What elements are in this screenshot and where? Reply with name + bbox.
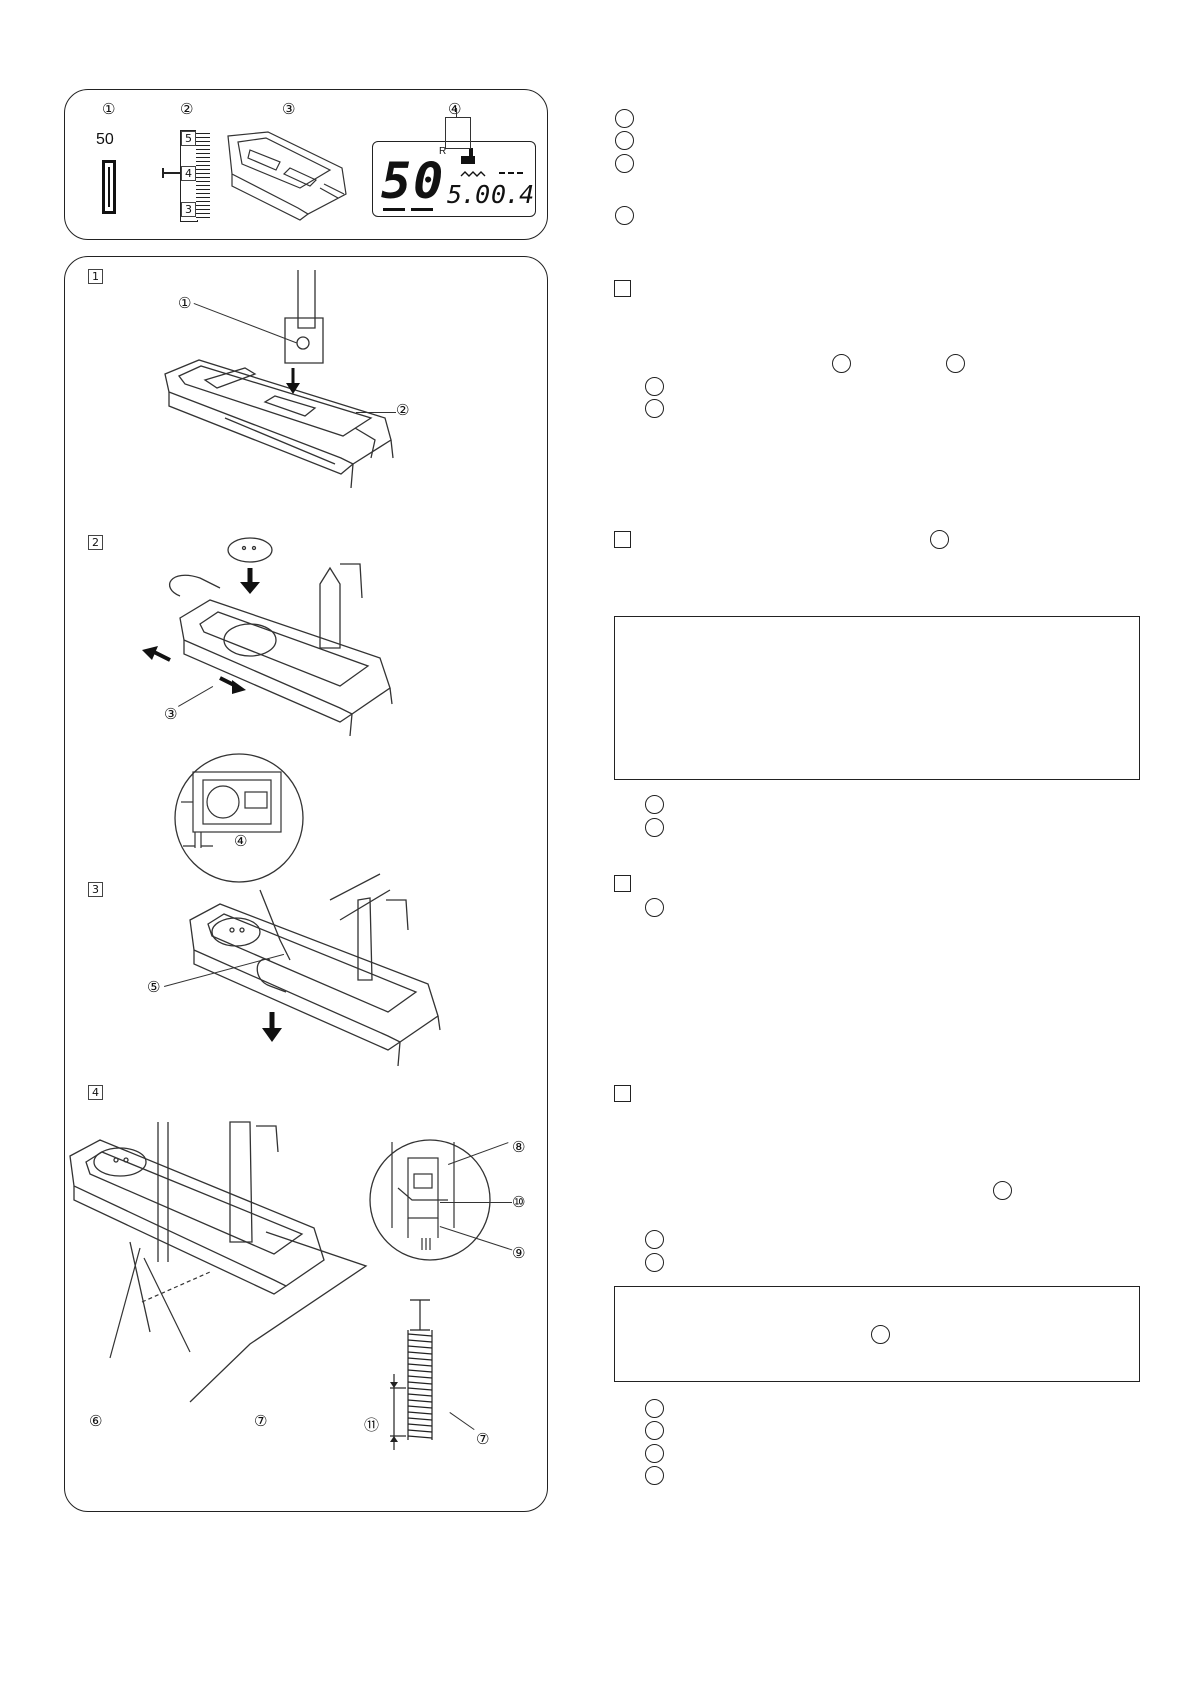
callout-2: ② <box>180 100 194 118</box>
stitch-length-dial: 5 4 3 <box>160 128 220 224</box>
ref-circle-5 <box>832 354 851 373</box>
buttonhole-foot-drawing <box>227 131 347 221</box>
step-4-callout-7b: ⑦ <box>476 1430 490 1448</box>
ref-circle-10 <box>645 795 664 814</box>
lcd-length-value: 0.4 <box>491 180 534 209</box>
lcd-width-value: 5.0 <box>447 180 490 209</box>
ref-circle-9 <box>930 530 949 549</box>
callout-3: ③ <box>282 100 296 118</box>
step-3-callout-5: ⑤ <box>147 978 161 996</box>
buttonhole-pattern-icon <box>102 160 116 214</box>
ref-circle-19 <box>645 1444 664 1463</box>
step-2-callout-4: ④ <box>234 832 248 850</box>
note-box-1 <box>614 616 1140 780</box>
step-4-callout-7: ⑦ <box>254 1412 268 1430</box>
ref-circle-20 <box>645 1466 664 1485</box>
ref-circle-4 <box>615 206 634 225</box>
step-1-foot-attach-illustration <box>164 270 394 489</box>
step-4-leader-10 <box>440 1202 512 1203</box>
button-foot-icon <box>461 148 475 164</box>
ref-circle-3 <box>615 154 634 173</box>
step-2-magnified-inset <box>174 753 304 883</box>
ref-circle-7 <box>645 377 664 396</box>
lcd-display: 50 R 5.0 0.4 <box>372 141 536 217</box>
buttonhole-stitch-diagram <box>390 1299 433 1450</box>
ref-circle-13 <box>993 1181 1012 1200</box>
step-1-leader-2 <box>356 412 396 413</box>
ref-circle-15 <box>645 1253 664 1272</box>
ref-circle-12 <box>645 898 664 917</box>
pattern-number: 50 <box>96 131 114 148</box>
callout-4-leader <box>456 108 458 118</box>
step-2-marker: 2 <box>88 535 103 550</box>
steps-panel <box>64 256 548 1512</box>
lcd-underline-right <box>411 208 433 211</box>
ref-circle-2 <box>615 131 634 150</box>
ref-circle-11 <box>645 818 664 837</box>
step-4-sewing-illustration <box>69 1121 368 1403</box>
lcd-highlight-box <box>445 117 471 149</box>
dial-value-3: 3 <box>181 202 196 217</box>
lcd-marker: R <box>439 146 447 157</box>
step-4-callout-8: ⑧ <box>512 1138 526 1156</box>
step-1-callout-1: ① <box>178 294 192 312</box>
ref-circle-8 <box>645 399 664 418</box>
lcd-pattern-number: 50 <box>381 152 446 210</box>
step-3-heading-marker <box>614 875 631 892</box>
step-3-marker: 3 <box>88 882 103 897</box>
zigzag-icon <box>460 171 486 177</box>
step-1-callout-2: ② <box>396 401 410 419</box>
ref-circle-18 <box>645 1421 664 1440</box>
step-4-callout-11: ⑪ <box>364 1416 380 1434</box>
note-box-2 <box>614 1286 1140 1382</box>
step-1-marker: 1 <box>88 269 103 284</box>
step-4-marker: 4 <box>88 1085 103 1100</box>
length-indicator-dash <box>499 172 523 174</box>
step-4-heading-marker <box>614 1085 631 1102</box>
step-3-lower-lever-illustration <box>189 873 441 1067</box>
step-4-callout-9: ⑨ <box>512 1244 526 1262</box>
dial-value-4: 4 <box>181 166 196 181</box>
step-4-callout-10: ⑩ <box>512 1193 526 1211</box>
step-2-heading-marker <box>614 531 631 548</box>
ref-circle-1 <box>615 109 634 128</box>
step-1-heading-marker <box>614 280 631 297</box>
ref-circle-6 <box>946 354 965 373</box>
callout-4: ④ <box>448 100 462 118</box>
step-4-callout-6: ⑥ <box>89 1412 103 1430</box>
ref-circle-17 <box>645 1399 664 1418</box>
step-2-button-insert-illustration <box>142 537 393 737</box>
callout-1: ① <box>102 100 116 118</box>
dial-value-5: 5 <box>181 131 196 146</box>
step-2-callout-3: ③ <box>164 705 178 723</box>
ref-circle-14 <box>645 1230 664 1249</box>
lcd-underline-left <box>383 208 405 211</box>
ref-circle-16 <box>871 1325 890 1344</box>
step-4-sensor-inset <box>369 1139 491 1261</box>
